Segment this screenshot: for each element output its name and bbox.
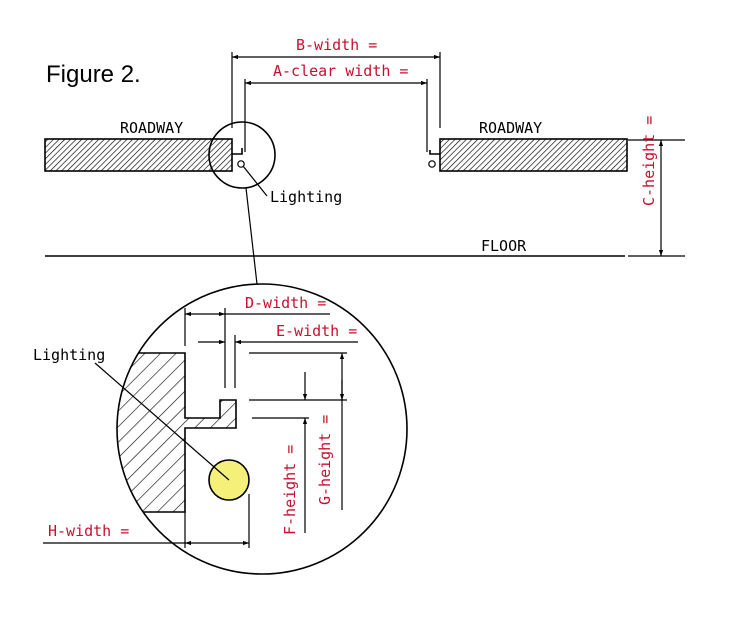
lighting-detail-leader — [94, 362, 230, 481]
detail-callout-circle — [208, 121, 276, 189]
f-height-label: F-height = — [281, 445, 299, 535]
c-height-label: C-height = — [640, 116, 658, 206]
right-lighting-fixture — [428, 160, 436, 168]
b-width-label: B-width = — [296, 36, 377, 54]
right-bracket — [429, 150, 440, 155]
right-roadway-label: ROADWAY — [479, 119, 542, 137]
lighting-callout-label: Lighting — [270, 188, 342, 206]
left-bracket — [232, 148, 243, 155]
right-roadway-slab — [439, 138, 628, 172]
d-width-label: D-width = — [245, 294, 326, 312]
floor-label: FLOOR — [481, 237, 527, 255]
lighting-leader-line — [242, 165, 268, 197]
e-width-label: E-width = — [276, 322, 357, 340]
a-clear-width-label: A-clear width = — [273, 62, 408, 80]
left-roadway-slab — [44, 138, 233, 172]
left-lighting-fixture — [237, 160, 245, 168]
figure-title: Figure 2. — [46, 61, 141, 88]
lighting-detail-label: Lighting — [33, 346, 105, 364]
h-width-label: H-width = — [48, 522, 129, 540]
detail-section — [117, 352, 237, 513]
detail-circle — [116, 283, 408, 575]
left-roadway-label: ROADWAY — [120, 119, 183, 137]
detail-connector-line — [245, 187, 258, 285]
slab-section — [117, 352, 237, 513]
g-height-label: G-height = — [316, 415, 334, 505]
